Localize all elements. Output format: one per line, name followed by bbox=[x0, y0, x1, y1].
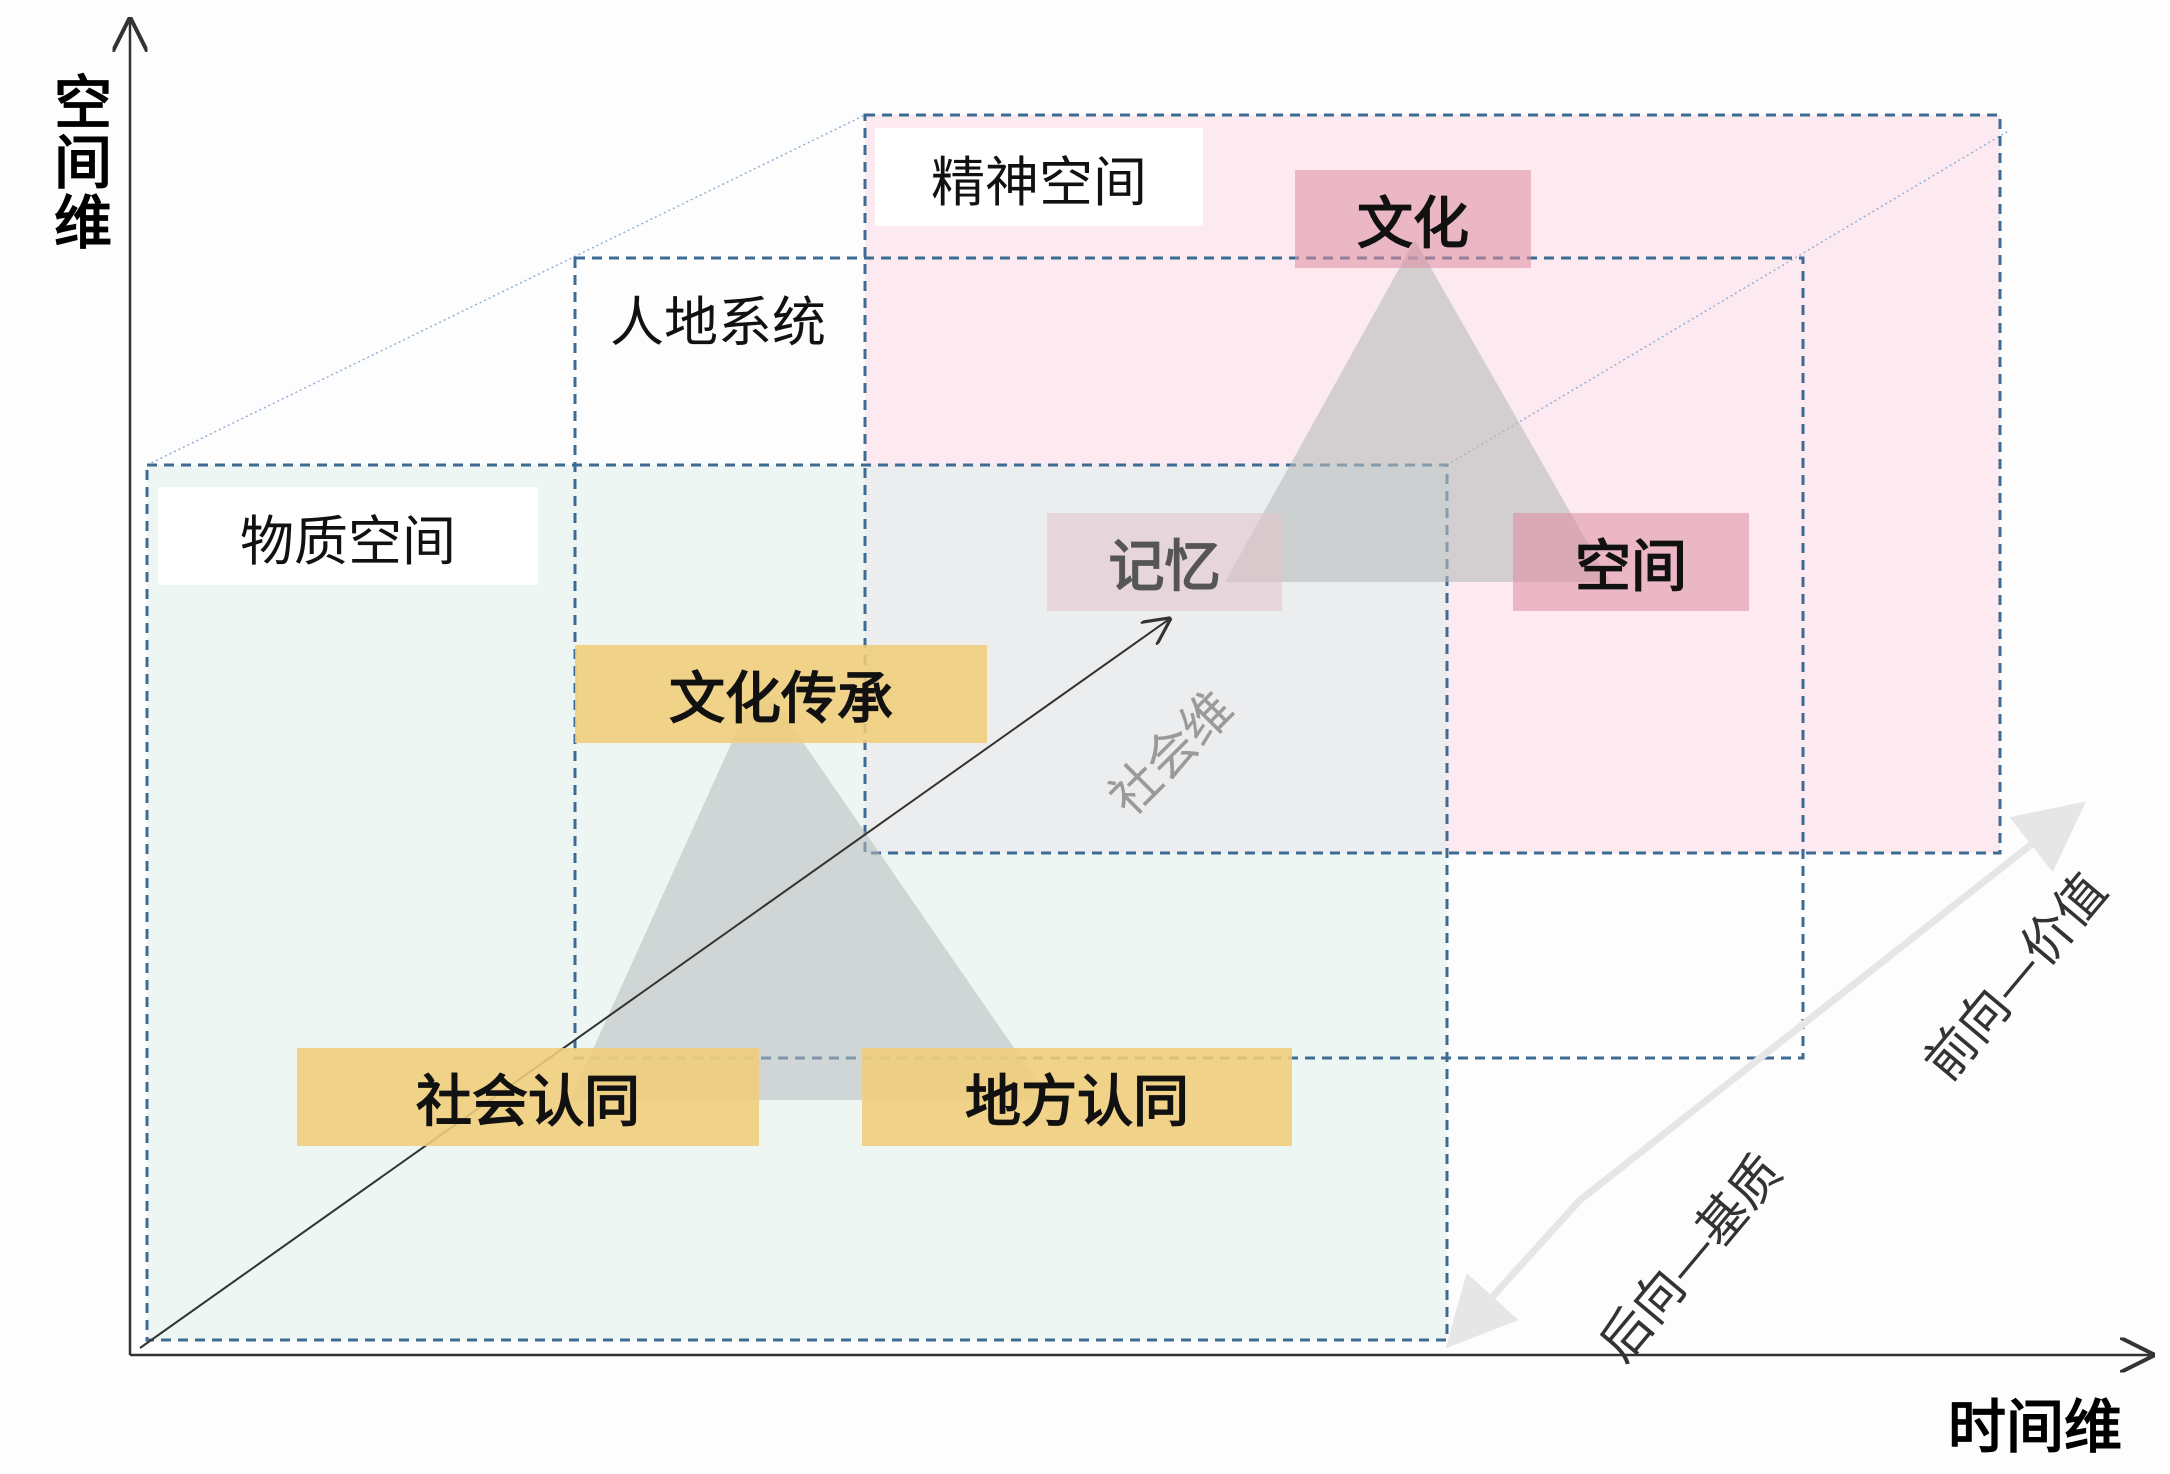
upper-triangle bbox=[1225, 240, 1610, 582]
spiritual-space-frame bbox=[863, 113, 2002, 855]
cultural-heritage-node: 文化传承 bbox=[575, 645, 987, 743]
culture-node: 文化 bbox=[1295, 170, 1531, 268]
time-axis-label: 时间维 bbox=[1948, 1393, 2123, 1461]
spiritual-space-label: 精神空间 bbox=[875, 128, 1203, 226]
place-identity-node: 地方认同 bbox=[862, 1048, 1292, 1146]
space-axis-label: 空间维 bbox=[44, 72, 112, 252]
memory-node: 记忆 bbox=[1047, 513, 1282, 611]
social-identity-node: 社会认同 bbox=[297, 1048, 759, 1146]
social-axis-arrow bbox=[139, 620, 1168, 1349]
human-land-system-label: 人地系统 bbox=[610, 290, 826, 354]
material-space-label: 物质空间 bbox=[158, 487, 538, 585]
perspective-lines bbox=[146, 114, 2011, 466]
space-node: 空间 bbox=[1513, 513, 1749, 611]
direction-arrow-forward bbox=[1577, 801, 2086, 1203]
direction-arrow-backward bbox=[1445, 1197, 1583, 1349]
lower-triangle bbox=[570, 680, 1050, 1100]
material-space-frame bbox=[145, 463, 1449, 1342]
